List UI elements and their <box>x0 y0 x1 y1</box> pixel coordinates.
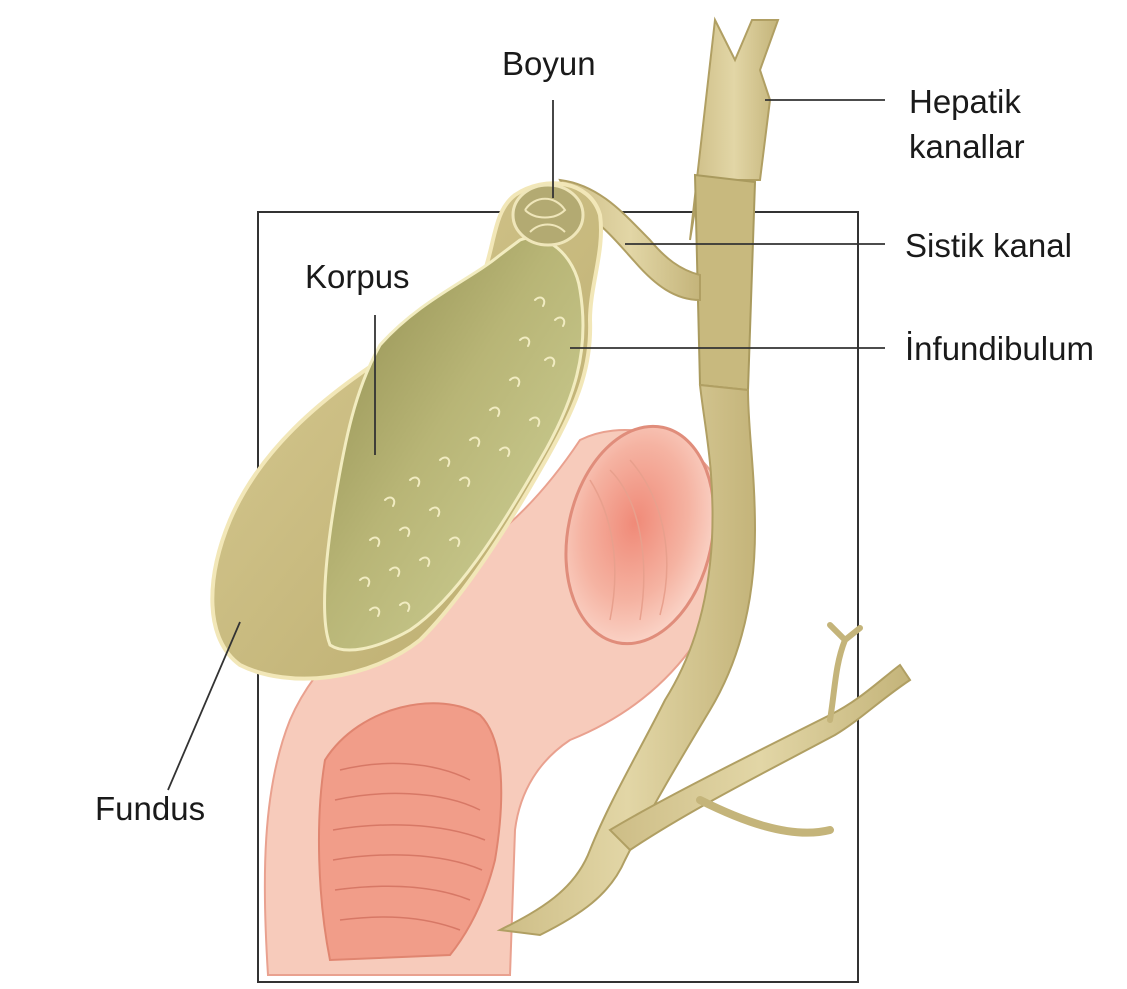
gallbladder-neck <box>513 185 583 245</box>
label-sistik-kanal: Sistik kanal <box>905 227 1072 264</box>
label-boyun: Boyun <box>502 45 596 82</box>
label-infundibulum: İnfundibulum <box>905 330 1094 367</box>
label-hepatik-line2: kanallar <box>909 128 1025 165</box>
leader-fundus <box>168 622 240 790</box>
label-fundus: Fundus <box>95 790 205 827</box>
label-hepatik-line1: Hepatik <box>909 83 1021 120</box>
label-korpus: Korpus <box>305 258 410 295</box>
